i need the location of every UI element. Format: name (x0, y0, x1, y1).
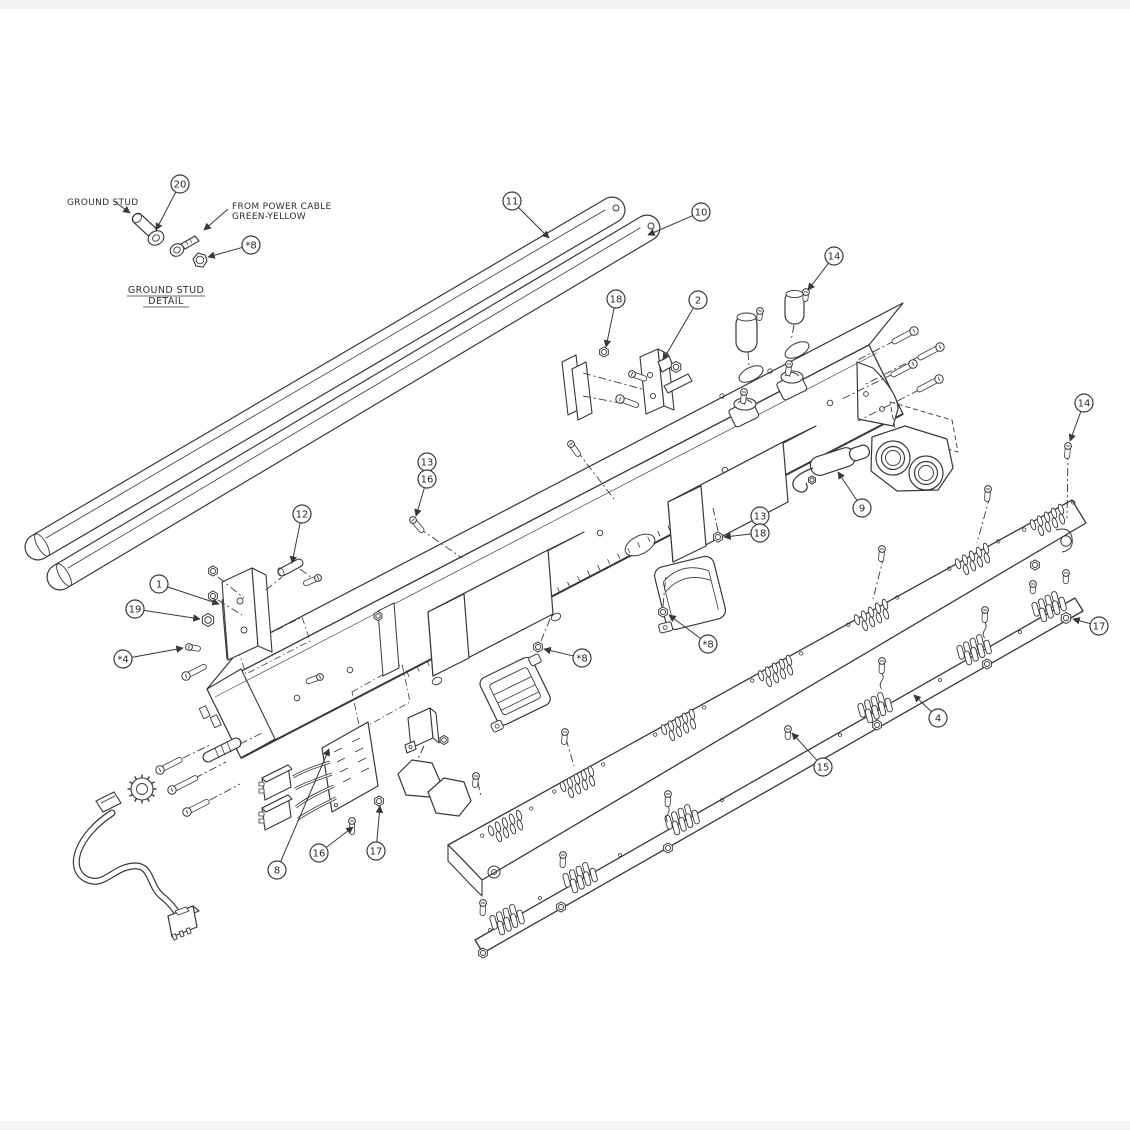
cable-gland (202, 737, 242, 763)
ground-stud-label: GROUND STUD (67, 198, 138, 208)
callout-15-number: 15 (817, 762, 830, 773)
callout-13: 13 (750, 506, 770, 526)
callout-18: 18 (603, 289, 626, 348)
transformer-2 (653, 555, 727, 634)
ground-stud-detail-inset: GROUND STUD FROM POWER CABLE GREEN-YELLO… (67, 198, 331, 308)
callout-17-number: 17 (370, 846, 383, 857)
callout-13-number: 13 (421, 457, 434, 468)
louver-vents (480, 500, 1076, 843)
ring-terminal (169, 235, 200, 257)
callout-*8: *8 (207, 235, 261, 259)
socket-housing (870, 401, 959, 492)
callout-9: 9 (837, 471, 872, 518)
callout-*4: *4 (113, 645, 184, 669)
callout-14-number: 14 (828, 251, 841, 262)
wire-connector-2 (258, 794, 293, 831)
relay (404, 707, 440, 754)
lamp-bracket-2-group (561, 348, 693, 421)
power-cable-leader (203, 208, 229, 231)
terminal-blocks (488, 591, 1067, 936)
terminal-board (321, 721, 379, 813)
callout-9-number: 9 (859, 503, 865, 514)
callout-13: 13 (417, 452, 437, 472)
callout-2-number: 2 (695, 295, 701, 306)
callout-10-number: 10 (695, 207, 708, 218)
callout-18: 18 (723, 523, 770, 543)
lamp-tube-10 (46, 214, 661, 591)
transformer-1 (479, 653, 551, 733)
callout-4: 4 (913, 694, 948, 728)
callout-19-number: 19 (129, 604, 142, 615)
callout-*4-number: *4 (117, 654, 128, 665)
fasteners-layer (155, 288, 1072, 959)
callout-17: 17 (1072, 616, 1109, 636)
ground-stud (131, 212, 157, 237)
callout-16-number: 16 (313, 848, 326, 859)
callout-20: 20 (155, 174, 190, 231)
callout-15: 15 (791, 732, 833, 777)
end-flap (856, 361, 899, 427)
callout-1-number: 1 (156, 579, 162, 590)
callout-1: 1 (149, 574, 220, 606)
callout-11: 11 (502, 191, 550, 239)
callout-8-number: 8 (274, 865, 280, 876)
capacitor-2 (784, 289, 805, 325)
capacitor-1 (735, 312, 758, 353)
ground-washer (147, 230, 165, 246)
callout-*8-number: *8 (702, 639, 713, 650)
callout-14: 14 (1068, 393, 1094, 442)
lamp-tube-11 (24, 196, 626, 561)
callout-19: 19 (125, 599, 201, 622)
callout-14: 14 (807, 246, 844, 291)
callouts-layer: 20 *8 11 10 18 2 14 13 16 12 1 19 *4 13 18 9 14 17 *8 *8 4 15… (113, 174, 1109, 880)
callout-*8-number: *8 (245, 240, 256, 251)
callout-*8: *8 (543, 646, 592, 668)
detail-title-2: DETAIL (148, 296, 184, 307)
strain-boot (792, 444, 871, 493)
wire-harness (292, 760, 337, 821)
power-cable (72, 809, 181, 917)
callout-8: 8 (267, 748, 330, 880)
callout-*8-number: *8 (576, 653, 587, 664)
callout-13-number: 13 (754, 511, 767, 522)
cable-connector (167, 905, 200, 941)
callout-18-number: 18 (610, 294, 623, 305)
detail-title-1: GROUND STUD (128, 285, 204, 296)
callout-10: 10 (647, 202, 711, 236)
callout-2: 2 (662, 290, 708, 361)
callout-12-number: 12 (296, 509, 309, 520)
callout-18-number: 18 (754, 528, 767, 539)
callout-4-number: 4 (935, 713, 941, 724)
wire-caps (397, 759, 472, 817)
callout-16: 16 (309, 826, 354, 863)
callout-14-number: 14 (1078, 398, 1091, 409)
callout-20-number: 20 (174, 179, 187, 190)
power-cable-label-1: FROM POWER CABLE (232, 202, 331, 212)
callout-17-number: 17 (1093, 621, 1106, 632)
lock-ring (127, 774, 157, 804)
callout-*8: *8 (668, 614, 718, 654)
ballast-2 (667, 425, 817, 563)
louver-panel (447, 499, 1087, 897)
power-cable-label-2: GREEN-YELLOW (232, 212, 306, 222)
top-edge-strip (0, 0, 1130, 9)
callout-11-number: 11 (506, 196, 519, 207)
wire-connector-1 (258, 764, 293, 801)
callout-16-number: 16 (421, 474, 434, 485)
ballast-1 (377, 531, 585, 686)
callout-17: 17 (366, 805, 386, 861)
callout-16: 16 (414, 469, 437, 517)
strain-plate (95, 791, 122, 813)
mounting-bracket-1-group (221, 558, 304, 661)
ground-nut (192, 252, 208, 268)
ground-stud-leader (113, 200, 131, 214)
callout-12: 12 (289, 504, 312, 564)
bottom-edge-strip (0, 1121, 1130, 1130)
